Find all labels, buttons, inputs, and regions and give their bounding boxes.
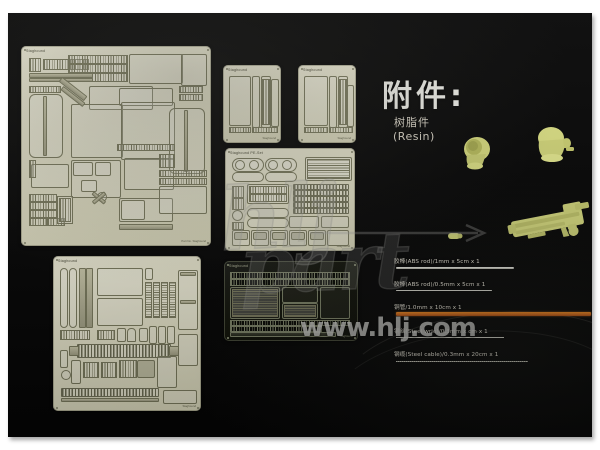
material-label: 胶棒(ABS rod)/1mm x 5cm x 1: [394, 259, 480, 265]
materials-list: 胶棒(ABS rod)/1mm x 5cm x 1 胶棒(ABS rod)/0.…: [394, 257, 592, 373]
fret-top-c: Staghound Staghound: [298, 65, 356, 143]
fret-lower-left: Staghound Staghound: [53, 256, 201, 411]
resin-dome-left: [460, 135, 494, 171]
fret-dark-label: Staghound: [229, 264, 249, 268]
material-item: 胶棒(ABS rod)/1mm x 5cm x 1: [394, 257, 592, 276]
fret-lower-left-label: Staghound: [58, 259, 78, 263]
fret-middle-footer: Staghound: [336, 244, 350, 248]
subtitle-en: (Resin): [393, 130, 435, 143]
copper-tube-sample: [396, 312, 591, 317]
material-label: 铜管/1.0mm x 10cm x 1: [394, 305, 462, 311]
fret-dark-footer: Staghound: [339, 334, 353, 338]
fret-top-b-label: Staghound: [228, 68, 248, 72]
resin-machine-gun: [506, 198, 592, 253]
fret-main-label: Staghound: [26, 49, 46, 53]
fret-lower-left-footer: Staghound: [182, 404, 196, 408]
fret-main-footer: Part No. Staghound: [181, 239, 206, 243]
abs-rod-1mm-sample: [396, 267, 514, 269]
steel-wire-sample: [396, 337, 504, 338]
material-label: 胶棒(ABS rod)/0.5mm x 5cm x 1: [394, 282, 486, 288]
material-item: 钢丝(Steel wrie)/0.3mm x cm x 1: [394, 327, 592, 346]
fret-top-c-footer: Staghound: [337, 136, 351, 140]
fret-top-c-label: Staghound: [303, 68, 323, 72]
material-item: 胶棒(ABS rod)/0.5mm x 5cm x 1: [394, 280, 592, 299]
product-card: Staghound Part No. Staghound: [8, 13, 592, 437]
material-item: 钢缆(Steel cable)/0.3mm x 20cm x 1: [394, 350, 592, 369]
fret-top-b: Staghound Staghound: [223, 65, 281, 143]
material-label: 钢缆(Steel cable)/0.3mm x 20cm x 1: [394, 352, 499, 358]
fret-middle: Staghound PE-Set Staghound: [225, 148, 355, 251]
resin-small-nub: [447, 230, 463, 242]
material-item: 铜管/1.0mm x 10cm x 1: [394, 303, 592, 322]
fret-dark-mesh: Staghound Staghound: [224, 261, 358, 341]
subtitle-cn: 树脂件: [394, 116, 430, 129]
page-title: 附件:: [382, 79, 466, 114]
steel-cable-sample: [396, 361, 528, 363]
material-label: 钢丝(Steel wrie)/0.3mm x cm x 1: [394, 329, 488, 335]
resin-dome-right: [533, 125, 575, 167]
fret-top-b-footer: Staghound: [262, 136, 276, 140]
fret-main: Staghound Part No. Staghound: [21, 46, 211, 246]
abs-rod-05mm-sample: [396, 290, 492, 292]
fret-middle-label: Staghound PE-Set: [230, 151, 263, 155]
